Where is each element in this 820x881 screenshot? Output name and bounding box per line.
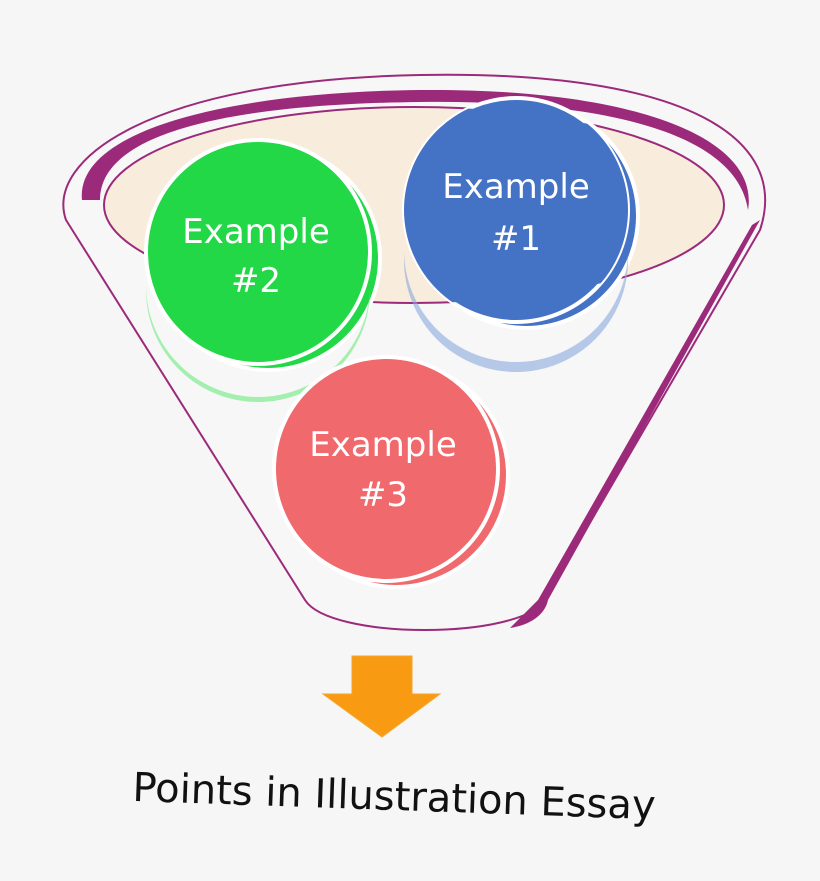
bubble-example-1: Example #1	[402, 96, 640, 372]
bubble-1-line1: Example	[442, 167, 590, 207]
bubble-2-line2: #2	[231, 261, 281, 301]
bubble-1-line2: #1	[491, 219, 541, 259]
bubble-example-2: Example #2	[144, 138, 382, 402]
diagram-caption: Points in Illustration Essay	[132, 765, 657, 829]
down-arrow-icon	[321, 655, 442, 738]
funnel-side-shadow	[510, 220, 760, 628]
bubble-example-3: Example #3	[272, 355, 510, 589]
bubble-2-line1: Example	[182, 212, 330, 252]
bubble-3-line2: #3	[358, 475, 408, 515]
bubble-3-line1: Example	[309, 425, 457, 465]
